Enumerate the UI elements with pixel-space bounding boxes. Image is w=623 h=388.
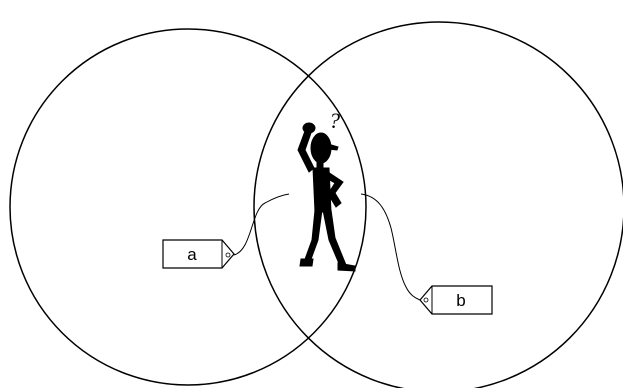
tag-b-label: b bbox=[456, 291, 465, 310]
left-circle bbox=[10, 29, 366, 385]
question-mark: ? bbox=[329, 108, 340, 133]
tag-a-label: a bbox=[187, 245, 197, 264]
tag-a-string bbox=[234, 194, 289, 255]
tag-b-string bbox=[361, 194, 420, 300]
confused-person-icon: ? bbox=[298, 108, 355, 271]
tag-b: b bbox=[361, 194, 492, 314]
tag-a: a bbox=[163, 194, 289, 268]
tag-a-shape bbox=[163, 240, 234, 268]
